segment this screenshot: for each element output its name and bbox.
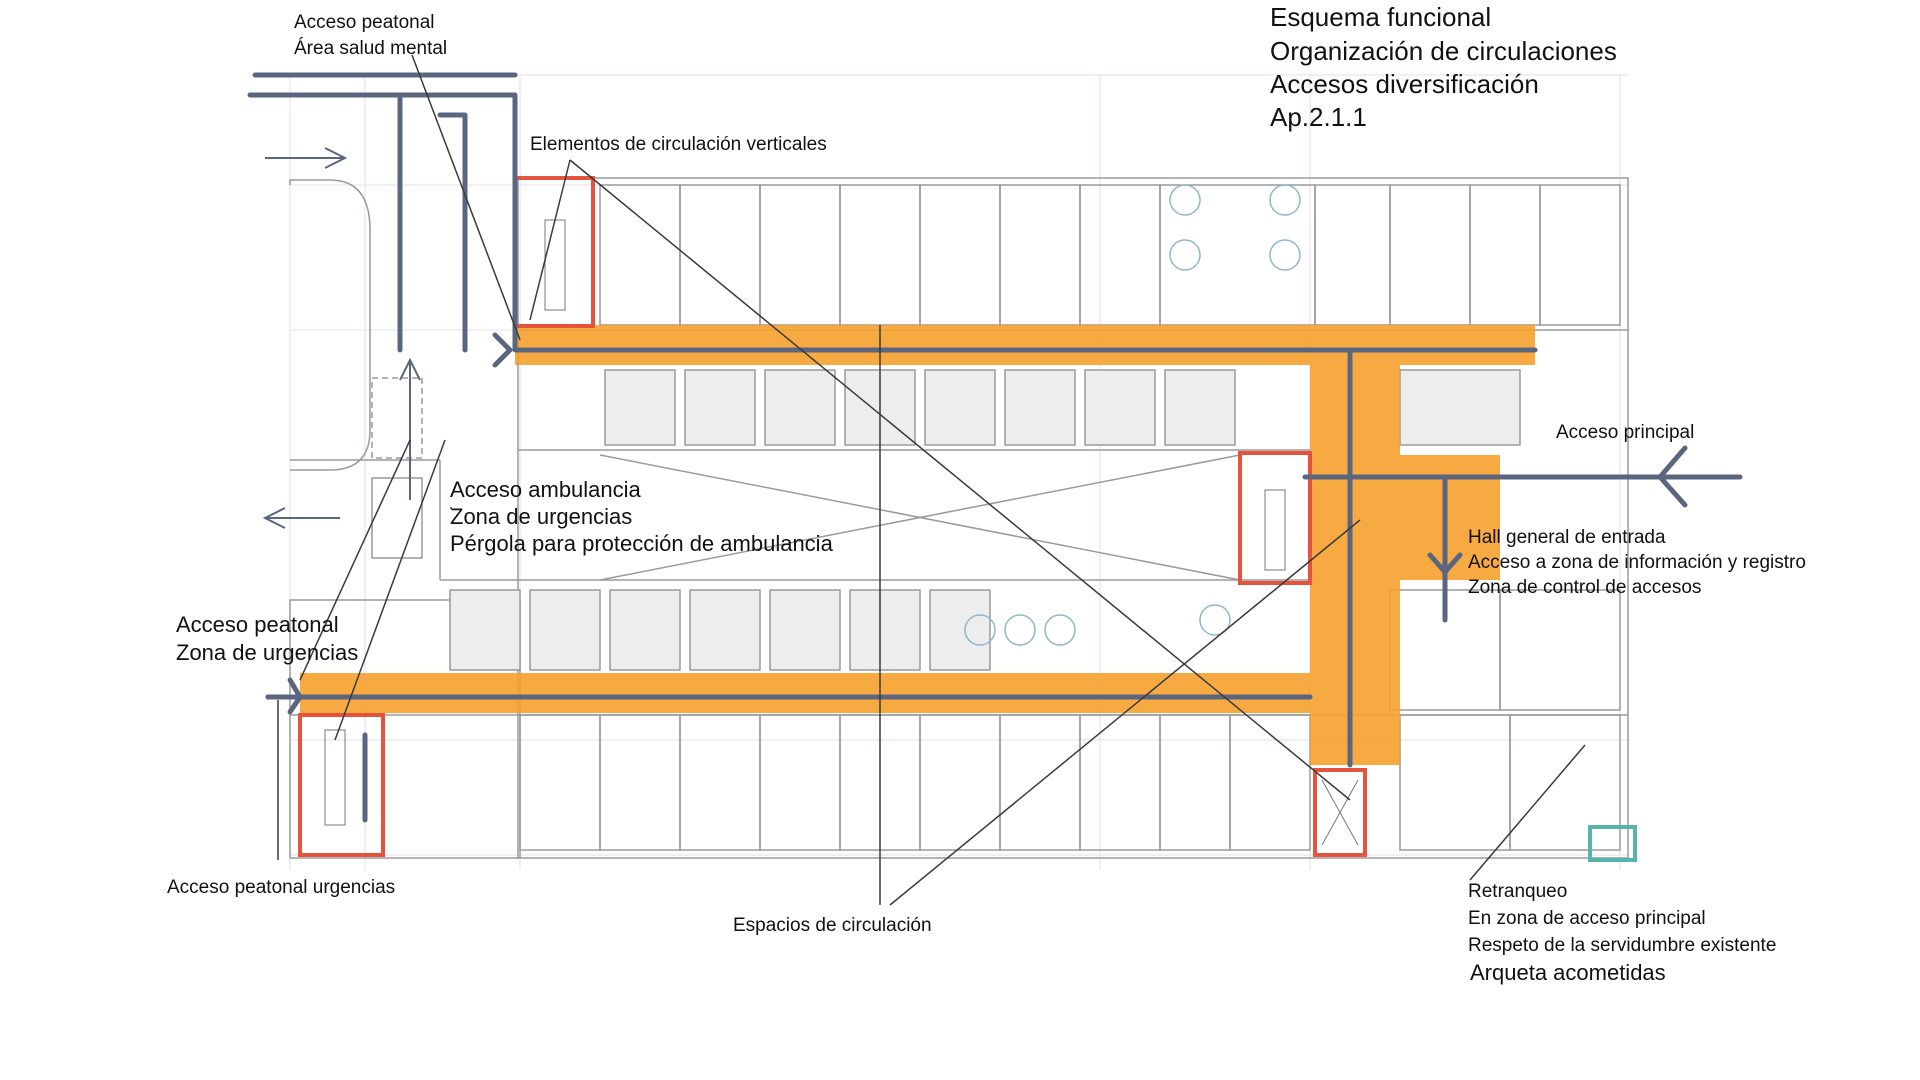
label-vertical-circulation: Elementos de circulación verticales (530, 134, 827, 155)
title-line-1: Esquema funcional (1270, 2, 1491, 32)
stair-core-bottom-left (298, 713, 385, 857)
title-block: Esquema funcional Organización de circul… (1270, 2, 1617, 132)
label-setback-1: Retranqueo (1468, 881, 1567, 902)
consult-rooms-bottom (519, 714, 1621, 851)
label-main-hall-1: Hall general de entrada (1468, 527, 1666, 548)
meter-box-arqueta (1588, 825, 1637, 862)
boxes-row-lower (449, 589, 991, 671)
label-mental-health-access-2: Área salud mental (294, 38, 447, 59)
boxes-row-upper (604, 369, 1521, 446)
patient-rooms-top (599, 184, 1621, 326)
label-ambulance-access-2: Zona de urgencias (450, 504, 632, 529)
title-line-4: Ap.2.1.1 (1270, 102, 1367, 132)
access-routes (247, 72, 1743, 823)
leader-lines (277, 54, 1586, 906)
label-setback-3: Respeto de la servidumbre existente (1468, 935, 1776, 956)
label-mental-health-access-1: Acceso peatonal (294, 12, 435, 33)
label-emergency-pedestrian-1: Acceso peatonal (176, 612, 339, 637)
label-main-hall-3: Zona de control de accesos (1468, 577, 1701, 598)
route-mental-health (247, 92, 1538, 353)
ambulance-arrows (262, 147, 421, 529)
circulation-spaces (300, 325, 1535, 765)
label-main-hall-2: Acceso a zona de información y registro (1468, 552, 1806, 573)
label-ambulance-access-1: Acceso ambulancia (450, 477, 642, 502)
label-setback-2: En zona de acceso principal (1468, 908, 1706, 929)
stair-core-centre (1238, 451, 1312, 585)
building-floor-plan (289, 177, 1629, 859)
label-emergency-pedestrian-2: Zona de urgencias (176, 640, 358, 665)
sanitary-fixtures (964, 184, 1301, 646)
label-ambulance-access-3: Pérgola para protección de ambulancia (450, 531, 834, 556)
stair-core-top-left (513, 176, 595, 328)
label-setback-4: Arqueta acometidas (1470, 960, 1666, 985)
label-main-access: Acceso principal (1556, 422, 1694, 443)
label-emergency-pedestrian-bottom: Acceso peatonal urgencias (167, 877, 395, 898)
title-line-3: Accesos diversificación (1270, 69, 1539, 99)
label-circulation-spaces: Espacios de circulación (733, 915, 932, 936)
lift-core-bottom (1313, 768, 1367, 857)
title-line-2: Organización de circulaciones (1270, 36, 1617, 66)
